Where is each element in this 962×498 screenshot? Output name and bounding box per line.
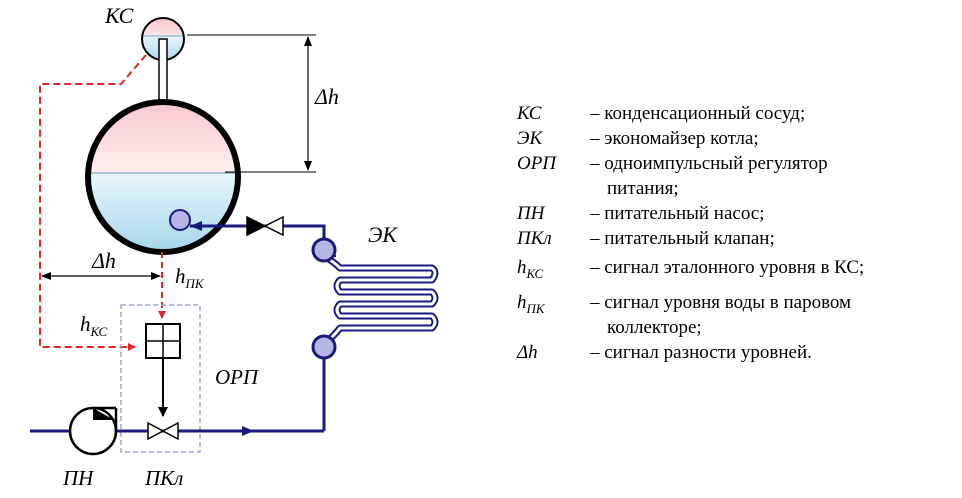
legend-item: ПКл – питательный клапан; <box>517 226 957 251</box>
legend-item: КС – конденсационный сосуд; <box>517 101 957 126</box>
legend-description: – сигнал разности уровней. <box>590 341 812 363</box>
legend-symbol: hПК <box>517 291 545 316</box>
dh-vertical-label: Δh <box>314 84 339 109</box>
feed-pump <box>68 406 118 456</box>
h-pk-label: hПК <box>175 264 205 291</box>
level-difference-horizontal: Δh <box>41 248 161 280</box>
boiler-drum <box>85 99 241 255</box>
legend: КС – конденсационный сосуд; ЭК – экономайзе… <box>517 101 957 365</box>
level-difference-dimension: Δh <box>187 34 339 173</box>
pkl-label: ПКл <box>144 466 183 490</box>
condensation-vessel <box>141 17 185 104</box>
legend-symbol: hКС <box>517 257 544 281</box>
economizer-to-drum-pipe <box>169 209 326 239</box>
reference-level-signal-line <box>39 54 147 351</box>
orp-label: ОРП <box>215 365 260 389</box>
control-scheme-diagram: Δh КС Δh hПК hКС ОРП ПН <box>30 3 439 490</box>
pn-label: ПН <box>62 466 95 490</box>
legend-symbol: ПН <box>517 203 545 224</box>
dh-horizontal-label: Δh <box>91 248 116 273</box>
ks-label: КС <box>104 3 134 28</box>
feed-valve <box>147 421 179 441</box>
legend-item: ПН – питательный насос; <box>517 201 957 226</box>
legend-symbol: КС <box>517 103 542 124</box>
legend-symbol: ОРП <box>517 153 557 174</box>
legend-item: Δh – сигнал разности уровней. <box>517 340 957 365</box>
ek-label: ЭК <box>368 222 398 247</box>
legend-symbol: Δh <box>517 341 538 363</box>
legend-symbol: ПКл <box>517 228 552 249</box>
legend-description: – питательный насос; <box>590 203 765 224</box>
legend-item: ЭК – экономайзер котла; <box>517 126 957 151</box>
legend-description: – сигнал эталонного уровня в КС; <box>590 257 865 278</box>
orp-regulator-box <box>120 304 201 453</box>
legend-symbol: ЭК <box>517 128 543 149</box>
signal-summator <box>145 323 181 359</box>
check-valve-icon <box>246 215 267 237</box>
legend-description: – экономайзер котла; <box>590 128 759 149</box>
legend-item: hКС – сигнал эталонного уровня в КС; <box>517 255 957 286</box>
economizer-coil <box>311 237 439 360</box>
legend-description: – питательный клапан; <box>590 228 775 249</box>
h-ks-label: hКС <box>80 312 108 339</box>
legend-description: – конденсационный сосуд; <box>590 103 806 124</box>
